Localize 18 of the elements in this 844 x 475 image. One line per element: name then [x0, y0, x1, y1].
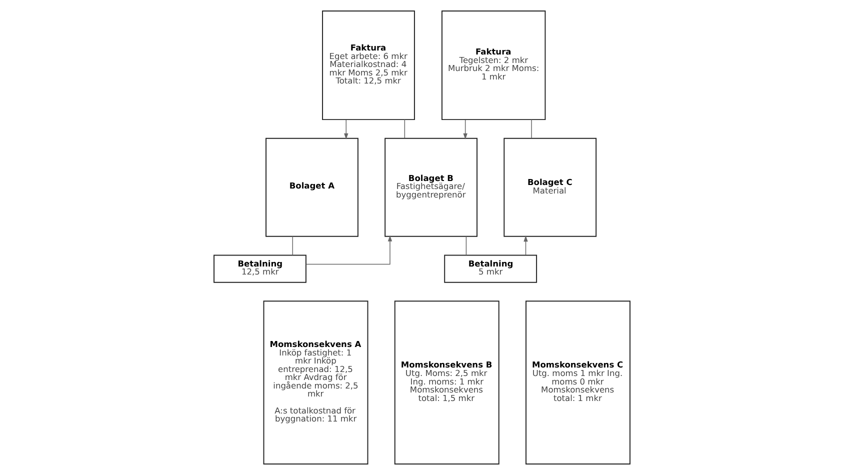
connector — [531, 119, 532, 138]
arrow — [463, 120, 468, 140]
connector — [466, 236, 467, 256]
node-box: Bolaget C Material — [504, 138, 597, 237]
arrow — [524, 236, 528, 256]
connector — [404, 119, 406, 138]
connector — [292, 236, 294, 256]
node-box: Momskonsekvens B Utg. Moms: 2,5 mkr Ing. moms: 1 mkr Momskonsekvens total: 1,5 mkr — [394, 300, 500, 464]
node-box: Bolaget A — [266, 138, 358, 237]
node-box: Betalning 12,5 mkr — [214, 254, 306, 283]
node-box: Momskonsekvens C Utg. moms 1 mkr Ing. moms 0 mkr Momskonsekvens total: 1 mkr — [526, 300, 630, 464]
node-box: Faktura Tegelsten: 2 mkr Murbruk 2 mkr Moms: 1 mkr — [441, 10, 546, 120]
arrow — [306, 235, 392, 265]
node-box: Betalning 5 mkr — [444, 254, 538, 283]
arrow — [344, 120, 348, 140]
node-box: Momskonsekvens A Inköp fastighet: 1 mkr Inköp entreprenad: 12,5 mkr Avdrag för ingående moms: 2,5 mkr A:s totalkostnad för byggnation: 11 mkr — [263, 300, 368, 464]
node-box: Faktura Eget arbete: 6 mkr Materialkostnad: 4 mkr Moms 2,5 mkr Totalt: 12,5 mkr — [322, 10, 415, 120]
node-box: Bolaget B Fastighetsägare/ byggentreprenör — [384, 138, 478, 237]
